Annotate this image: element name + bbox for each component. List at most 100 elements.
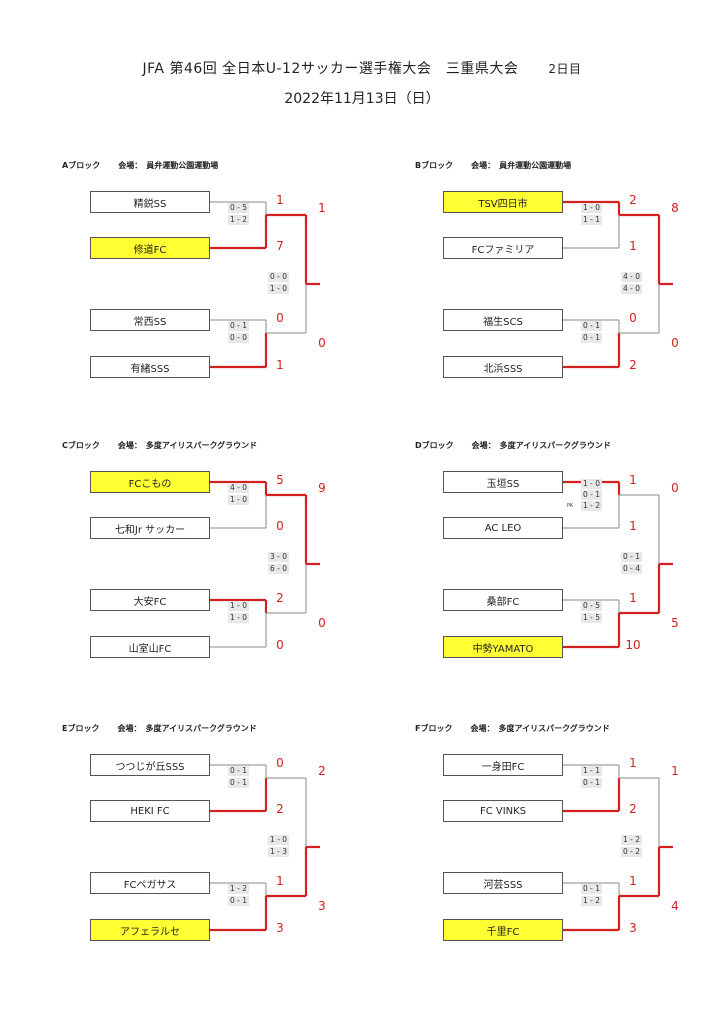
- venue-label: 会場： 員弁運動公園運動場: [118, 161, 219, 170]
- block-name: Bブロック: [415, 161, 454, 170]
- team-box: 有緒SSS: [90, 356, 210, 378]
- half-score: 0 - 1: [228, 896, 250, 906]
- team-score: 1: [629, 874, 637, 888]
- half-score: 4 - 0: [228, 483, 250, 493]
- team-box: FCペガサス: [90, 872, 210, 894]
- half-score: 1 - 0: [581, 203, 603, 213]
- final-score-top: 1: [671, 764, 679, 778]
- final-score-bottom: 5: [671, 616, 679, 630]
- team-score: 5: [276, 473, 284, 487]
- venue-label: 会場： 多度アイリスパークグラウンド: [470, 724, 610, 733]
- final-score-bottom: 4: [671, 899, 679, 913]
- half-score: 0 - 1: [581, 321, 603, 331]
- block-label: Aブロック 会場： 員弁運動公園運動場: [62, 160, 218, 171]
- team-box: 精鋭SS: [90, 191, 210, 213]
- block-label: Fブロック 会場： 多度アイリスパークグラウンド: [415, 723, 610, 734]
- half-score: 1 - 0: [228, 613, 250, 623]
- team-score: 2: [629, 193, 637, 207]
- half-score: 0 - 5: [228, 203, 250, 213]
- team-score: 2: [276, 802, 284, 816]
- team-box: 一身田FC: [443, 754, 563, 776]
- team-box: HEKI FC: [90, 800, 210, 822]
- half-score: 0 - 1: [581, 884, 603, 894]
- team-score: 7: [276, 239, 284, 253]
- team-score: 2: [629, 358, 637, 372]
- final-half-score: 0 - 4: [621, 564, 643, 574]
- team-score: 2: [276, 591, 284, 605]
- team-box: AC LEO: [443, 517, 563, 539]
- block-name: Aブロック: [62, 161, 101, 170]
- half-score: 1 - 2: [228, 884, 250, 894]
- team-box: 山室山FC: [90, 636, 210, 658]
- final-half-score: 3 - 0: [268, 552, 290, 562]
- team-box: アフェラルセ: [90, 919, 210, 941]
- team-score: 1: [276, 874, 284, 888]
- final-score-top: 0: [671, 481, 679, 495]
- final-score-top: 8: [671, 201, 679, 215]
- team-score: 1: [629, 519, 637, 533]
- team-box: 常西SS: [90, 309, 210, 331]
- final-half-score: 1 - 2: [621, 835, 643, 845]
- final-half-score: 0 - 2: [621, 847, 643, 857]
- team-score: 0: [629, 311, 637, 325]
- final-half-score: 4 - 0: [621, 272, 643, 282]
- day-label: 2日目: [548, 62, 582, 76]
- team-box: つつじが丘SSS: [90, 754, 210, 776]
- title-text: JFA 第46回 全日本U-12サッカー選手権大会 三重県大会: [142, 61, 519, 77]
- team-box: FC VINKS: [443, 800, 563, 822]
- team-box: 北浜SSS: [443, 356, 563, 378]
- half-score: 1 - 0: [228, 495, 250, 505]
- team-score: 1: [629, 239, 637, 253]
- team-score: 2: [629, 802, 637, 816]
- half-score: 1 - 5: [581, 613, 603, 623]
- pk-label: PK: [567, 503, 574, 509]
- block-name: Eブロック: [62, 724, 100, 733]
- bracket-lines: [210, 201, 320, 369]
- venue-label: 会場： 多度アイリスパークグラウンド: [471, 441, 611, 450]
- venue-label: 会場： 員弁運動公園運動場: [471, 161, 572, 170]
- final-half-score: 1 - 3: [268, 847, 290, 857]
- team-box: 大安FC: [90, 589, 210, 611]
- team-box: 玉垣SS: [443, 471, 563, 493]
- venue-label: 会場： 多度アイリスパークグラウンド: [117, 724, 257, 733]
- final-score-bottom: 3: [318, 899, 326, 913]
- team-score: 1: [629, 591, 637, 605]
- team-box: 中勢YAMATO: [443, 636, 563, 658]
- block-label: Cブロック会場： 多度アイリスパークグラウンド: [62, 440, 257, 451]
- final-score-bottom: 0: [671, 336, 679, 350]
- bracket-lines: [563, 200, 673, 369]
- team-score: 3: [276, 921, 284, 935]
- team-score: 10: [625, 638, 641, 652]
- final-score-bottom: 0: [318, 336, 326, 350]
- final-half-score: 1 - 0: [268, 284, 290, 294]
- half-score: 0 - 1: [228, 766, 250, 776]
- half-score: 1 - 2: [581, 501, 603, 511]
- team-box: 七和Jr サッカー: [90, 517, 210, 539]
- half-score: 0 - 1: [581, 333, 603, 343]
- team-score: 1: [276, 193, 284, 207]
- team-score: 1: [629, 473, 637, 487]
- half-score: 0 - 0: [228, 333, 250, 343]
- final-score-bottom: 0: [318, 616, 326, 630]
- block-name: Cブロック: [62, 441, 100, 450]
- half-score: 1 - 0: [228, 601, 250, 611]
- block-name: Fブロック: [415, 724, 453, 733]
- final-half-score: 1 - 0: [268, 835, 290, 845]
- team-box: 桑部FC: [443, 589, 563, 611]
- half-score: 1 - 1: [581, 766, 603, 776]
- final-half-score: 0 - 1: [621, 552, 643, 562]
- half-score: 0 - 1: [581, 778, 603, 788]
- half-score: 1 - 0: [581, 479, 603, 489]
- final-half-score: 6 - 0: [268, 564, 290, 574]
- bracket-lines: [563, 764, 673, 932]
- team-score: 3: [629, 921, 637, 935]
- team-box: 修道FC: [90, 237, 210, 259]
- bracket-lines: [563, 480, 673, 649]
- team-box: FCファミリア: [443, 237, 563, 259]
- half-score: 0 - 5: [581, 601, 603, 611]
